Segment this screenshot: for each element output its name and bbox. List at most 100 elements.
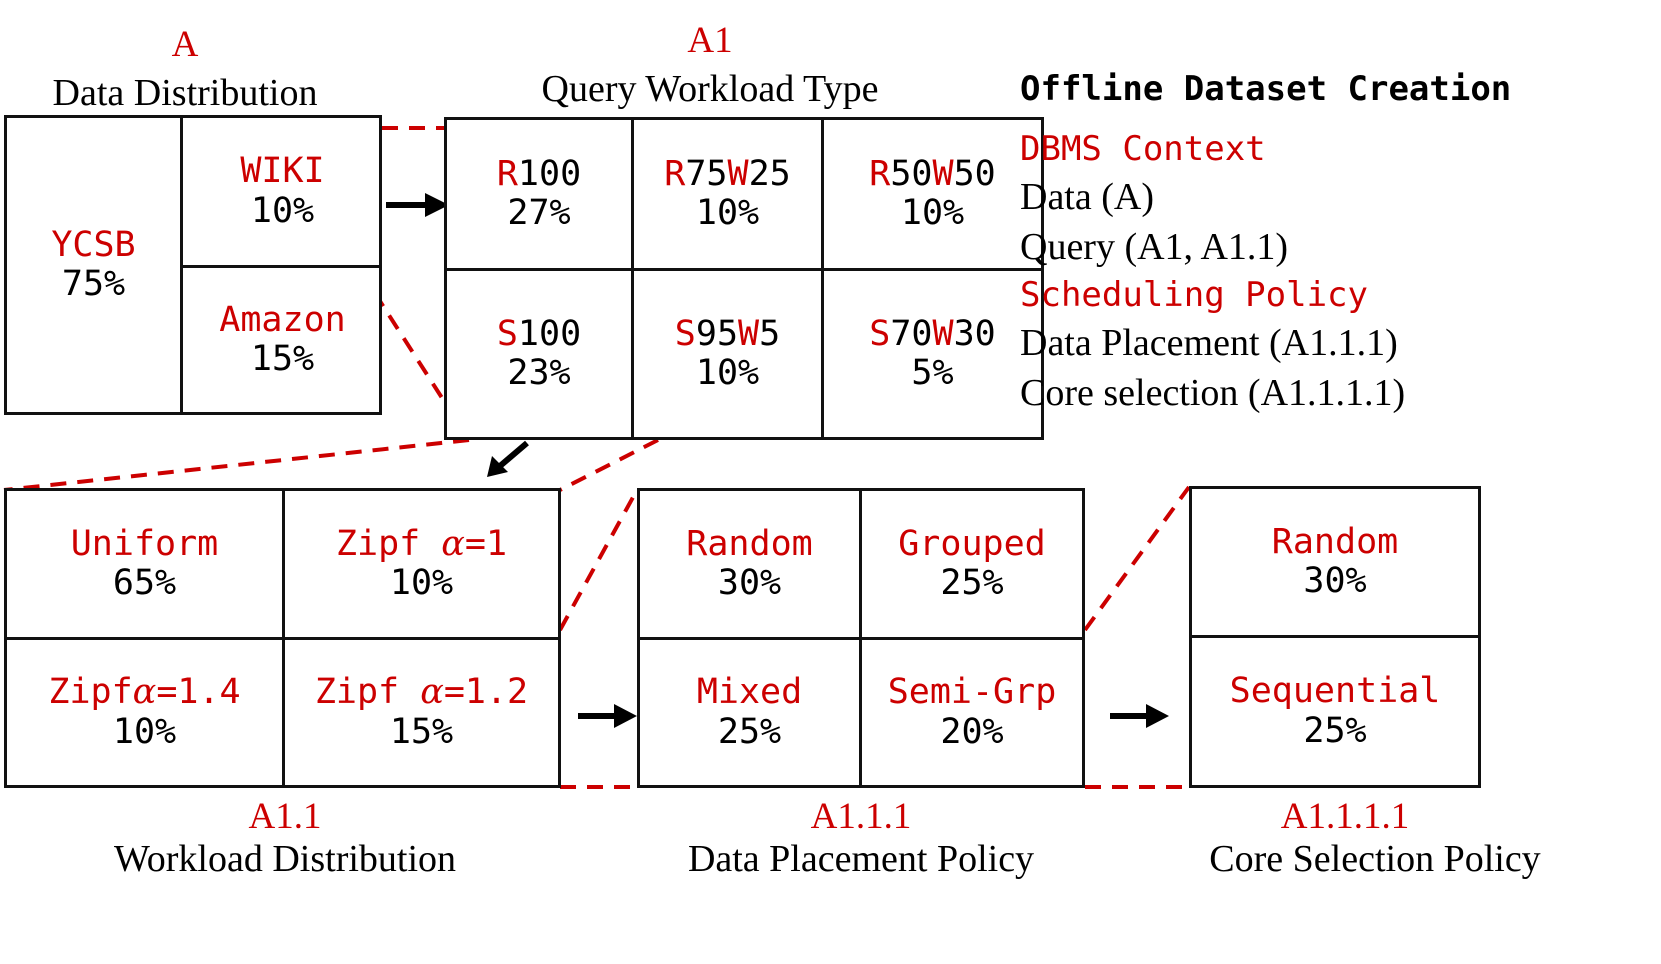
cell-ycsb[interactable]: YCSB 75% xyxy=(7,118,180,412)
panel-line-text: Query (A1, A1.1) xyxy=(1020,226,1289,268)
arrow-a111-to-a1111 xyxy=(1110,704,1169,728)
cell-sequential-core[interactable]: Sequential 25% xyxy=(1192,638,1478,785)
group-code-a1: A1 xyxy=(687,20,733,61)
divider-horizontal xyxy=(7,637,558,640)
group-code-a: A xyxy=(171,24,199,65)
info-panel: Offline Dataset Creation DBMS Context Da… xyxy=(1020,72,1660,412)
cell-percent: 10% xyxy=(112,711,177,752)
panel-line-scheduling-policy: Scheduling Policy xyxy=(1020,278,1660,312)
group-code-a1111: A1.1.1.1 xyxy=(1280,796,1410,837)
cell-label: Zipfα=1.4 xyxy=(48,672,241,713)
group-title-a1111: Core Selection Policy xyxy=(1209,838,1541,880)
cell-semi-grp-placement[interactable]: Semi-Grp 20% xyxy=(862,640,1082,785)
cell-label: Mixed xyxy=(696,672,803,713)
cell-label: Grouped xyxy=(898,523,1046,564)
divider-vertical xyxy=(631,120,634,437)
cell-percent: 25% xyxy=(1303,710,1367,751)
cell-zipf-alpha-1[interactable]: Zipf α=1 10% xyxy=(285,491,558,637)
cell-percent: 20% xyxy=(940,711,1004,752)
dashed-link-a11-to-a111-top xyxy=(558,489,639,631)
table-core-selection-policy: Random 30% Sequential 25% xyxy=(1189,486,1481,788)
arrow-a-to-a1 xyxy=(386,193,449,217)
cell-random-placement[interactable]: Random 30% xyxy=(640,491,859,637)
cell-percent: 25% xyxy=(940,563,1004,603)
panel-line-text: DBMS Context xyxy=(1020,129,1266,169)
cell-s95w5[interactable]: S95W5 10% xyxy=(634,271,821,437)
panel-line-dbms-context: DBMS Context xyxy=(1020,132,1660,166)
cell-label: R100 xyxy=(496,153,582,194)
panel-line-text: Core selection (A1.1.1.1) xyxy=(1020,372,1406,414)
cell-percent: 23% xyxy=(507,353,571,393)
cell-percent: 10% xyxy=(695,193,760,233)
group-code-a11: A1.1 xyxy=(248,796,322,837)
arrow-a1-to-a11 xyxy=(487,440,529,477)
cell-grouped-placement[interactable]: Grouped 25% xyxy=(862,491,1082,637)
cell-label: S100 xyxy=(496,313,582,354)
cell-label: Uniform xyxy=(70,523,219,564)
cell-label: Zipf α=1.2 xyxy=(314,672,529,713)
panel-line-text: Data (A) xyxy=(1020,176,1154,218)
dashed-link-a111-to-a1111-top xyxy=(1083,485,1191,632)
cell-percent: 75% xyxy=(61,264,126,304)
group-title-a111: Data Placement Policy xyxy=(687,838,1035,880)
cell-label: Random xyxy=(686,523,813,564)
cell-percent: 15% xyxy=(250,339,315,379)
cell-wiki[interactable]: WIKI 10% xyxy=(183,118,382,265)
table-workload-distribution: Uniform 65% Zipf α=1 10% Zipfα=1.4 10% Z… xyxy=(4,488,561,788)
cell-uniform[interactable]: Uniform 65% xyxy=(7,491,282,637)
dashed-link-a1-to-a11-left xyxy=(3,438,470,492)
cell-s70w30[interactable]: S70W30 5% xyxy=(824,271,1041,437)
panel-line-text: Data Placement (A1.1.1) xyxy=(1020,322,1398,364)
panel-line-data: Data (A) xyxy=(1020,178,1660,216)
cell-percent: 10% xyxy=(250,190,315,231)
panel-line-query: Query (A1, A1.1) xyxy=(1020,228,1660,266)
arrow-a11-to-a111 xyxy=(578,704,637,728)
divider-vertical xyxy=(821,120,824,437)
cell-label: Zipf α=1 xyxy=(335,523,508,564)
panel-line-core-selection: Core selection (A1.1.1.1) xyxy=(1020,374,1660,412)
cell-label: S95W5 xyxy=(674,313,781,354)
panel-line-data-placement: Data Placement (A1.1.1) xyxy=(1020,324,1660,362)
cell-label: Random xyxy=(1271,521,1399,562)
panel-line-text: Scheduling Policy xyxy=(1020,275,1368,315)
group-title-a1: Query Workload Type xyxy=(541,68,879,110)
table-query-workload-type: R100 27% R75W25 10% R50W50 10% S100 23% … xyxy=(444,117,1044,440)
dashed-link-a1-to-a11-right xyxy=(559,438,659,492)
cell-label: R50W50 xyxy=(869,153,996,194)
divider-horizontal xyxy=(447,268,1041,271)
group-code-a111: A1.1.1 xyxy=(810,796,912,837)
cell-percent: 30% xyxy=(717,563,782,603)
cell-percent: 10% xyxy=(695,353,760,393)
divider-horizontal xyxy=(640,637,1082,640)
cell-label: Amazon xyxy=(219,299,346,340)
cell-amazon[interactable]: Amazon 15% xyxy=(183,268,382,412)
cell-mixed-placement[interactable]: Mixed 25% xyxy=(640,640,859,785)
divider-horizontal xyxy=(1192,635,1478,638)
cell-percent: 27% xyxy=(507,193,571,233)
cell-percent: 30% xyxy=(1303,561,1367,601)
cell-label: WIKI xyxy=(240,151,325,192)
cell-r100[interactable]: R100 27% xyxy=(447,120,631,268)
cell-percent: 10% xyxy=(389,563,454,603)
cell-label: YCSB xyxy=(51,224,136,265)
cell-random-core[interactable]: Random 30% xyxy=(1192,489,1478,635)
cell-zipf-alpha-1-2[interactable]: Zipf α=1.2 15% xyxy=(285,640,558,785)
group-title-a11: Workload Distribution xyxy=(113,838,457,880)
cell-label: S70W30 xyxy=(869,313,996,354)
cell-zipf-alpha-1-4[interactable]: Zipfα=1.4 10% xyxy=(7,640,282,785)
cell-label: Sequential xyxy=(1229,671,1441,712)
cell-label: R75W25 xyxy=(664,153,791,194)
cell-r50w50[interactable]: R50W50 10% xyxy=(824,120,1041,268)
table-data-distribution: YCSB 75% WIKI 10% Amazon 15% xyxy=(4,115,382,415)
cell-s100[interactable]: S100 23% xyxy=(447,271,631,437)
cell-percent: 15% xyxy=(389,711,454,752)
cell-percent: 65% xyxy=(112,563,177,603)
cell-percent: 5% xyxy=(911,353,954,393)
group-title-a: Data Distribution xyxy=(52,72,318,114)
panel-title: Offline Dataset Creation xyxy=(1020,69,1512,109)
divider-horizontal xyxy=(180,265,382,268)
cell-percent: 25% xyxy=(717,711,782,752)
table-data-placement-policy: Random 30% Grouped 25% Mixed 25% Semi-Gr… xyxy=(637,488,1085,788)
cell-r75w25[interactable]: R75W25 10% xyxy=(634,120,821,268)
